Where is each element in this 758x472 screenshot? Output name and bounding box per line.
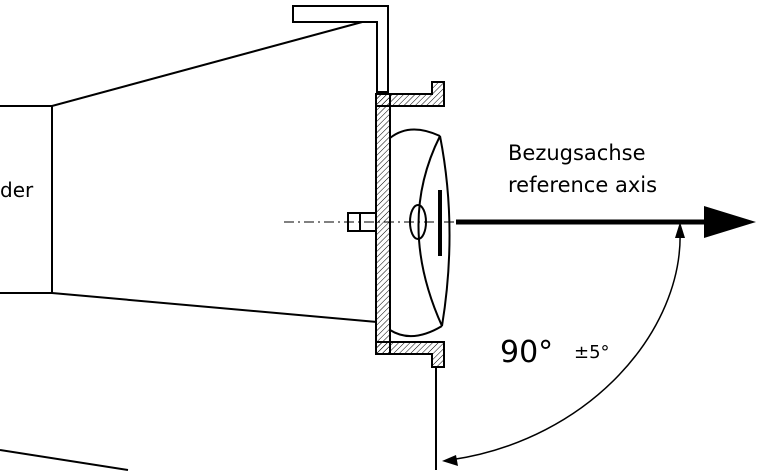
- axis-label-english: reference axis: [508, 173, 657, 197]
- left-fragment-label: der: [0, 178, 34, 202]
- mounting-bracket: [292, 5, 389, 93]
- hatched-flange: [375, 81, 445, 368]
- angle-dimension-arc: [442, 222, 685, 466]
- axis-label-german: Bezugsachse: [508, 141, 646, 165]
- angle-tolerance-label: ±5°: [574, 342, 610, 363]
- lamp-lens: [389, 128, 451, 337]
- arrowhead-curved-icon: [675, 222, 685, 238]
- arrowhead-right-icon: [704, 206, 756, 238]
- angle-value-label: 90°: [500, 335, 553, 370]
- housing-body: [0, 17, 378, 471]
- arrowhead-curved-icon: [442, 455, 458, 466]
- reference-axis-arrow: [456, 206, 756, 238]
